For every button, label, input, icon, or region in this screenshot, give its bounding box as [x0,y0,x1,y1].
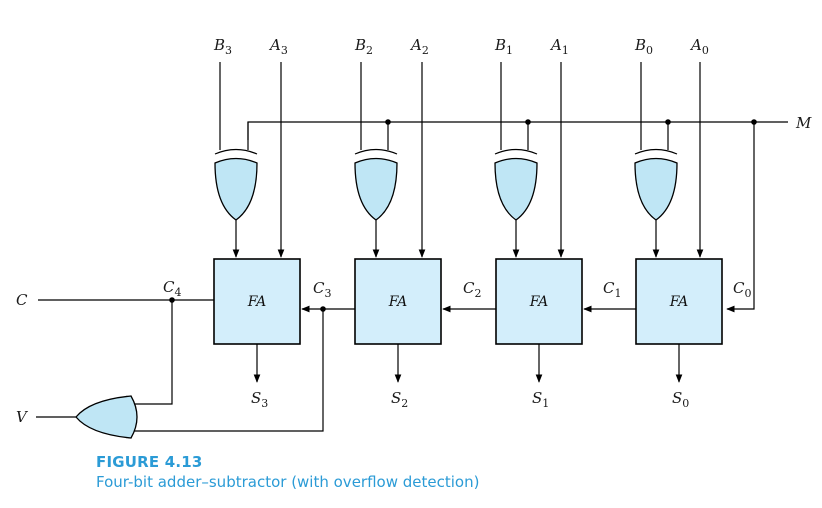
overflow-xor-gate [75,395,138,439]
carry-label-c4: C4 [163,278,181,299]
xor-arc [494,148,538,155]
input-label-b1: B1 [494,36,513,57]
input-label-a0: A0 [689,36,709,57]
mode-to-c0-wire [726,122,755,313]
input-label-a1: A1 [549,36,569,57]
sum-label-s3: S3 [251,389,268,410]
carry-label-c2: C2 [463,279,481,300]
mode-label: M [795,114,812,132]
full-adder-0 [635,258,723,345]
sum-label-s0: S0 [672,389,689,410]
c3-to-overflow-wire [132,309,324,432]
full-adder-1 [495,258,583,345]
stage-2: FA S2 [354,62,442,410]
xor-gate-0 [634,157,678,221]
mode-wire [247,121,788,140]
input-label-a3: A3 [268,36,288,57]
full-adder-label: FA [388,294,408,310]
input-label-b3: B3 [213,36,232,57]
sum-label-s1: S1 [532,389,549,410]
stage-3: FA S3 [213,62,301,410]
carry-label-c0: C0 [733,279,751,300]
xor-arc [634,148,678,155]
full-adder-label: FA [529,294,549,310]
figure-description: Four-bit adder–subtractor (with overflow… [96,473,480,491]
stage-1: FA S1 [494,62,583,410]
figure-title: FIGURE 4.13 [96,453,203,471]
xor-gate-3 [214,157,258,221]
sum-label-s2: S2 [391,389,408,410]
xor-arc [214,148,258,155]
figure-caption: FIGURE 4.13 Four-bit adder–subtractor (w… [96,453,479,491]
full-adder-label: FA [669,294,689,310]
input-label-b0: B0 [634,36,653,57]
carry-label-c3: C3 [313,279,331,300]
xor-gate-2 [354,157,398,221]
carry-label-c1: C1 [603,279,621,300]
input-label-a2: A2 [409,36,429,57]
stage-0: FA S0 [634,62,723,410]
full-adder-label: FA [247,294,267,310]
input-label-b2: B2 [354,36,373,57]
xor-gate-1 [494,157,538,221]
c4-to-overflow-wire [132,300,173,405]
xor-arc [354,148,398,155]
full-adder-3 [213,258,301,345]
full-adder-2 [354,258,442,345]
overflow-label: V [16,408,29,426]
carry-out-label: C [16,291,28,309]
